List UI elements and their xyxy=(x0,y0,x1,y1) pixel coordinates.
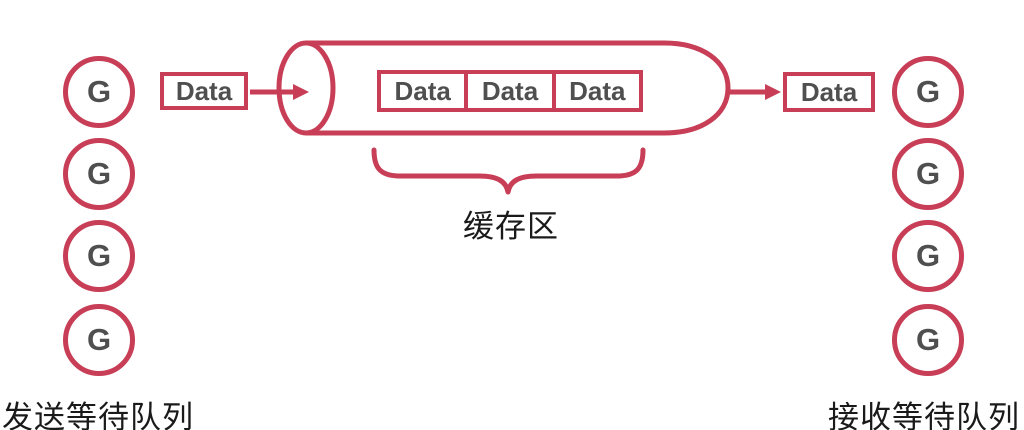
buffer-slot-label: Data xyxy=(394,75,451,106)
arrow-into-channel-icon xyxy=(250,84,309,100)
channel-cylinder-body xyxy=(306,40,731,136)
send-data-box: Data xyxy=(160,72,248,110)
buffer-slot: Data xyxy=(464,74,551,108)
goroutine-label: G xyxy=(86,74,112,109)
goroutine-circle: G xyxy=(892,56,964,128)
arrow-out-of-channel-icon xyxy=(729,84,781,100)
goroutine-label: G xyxy=(86,322,112,357)
goroutine-circle: G xyxy=(63,56,135,128)
goroutine-circle: G xyxy=(63,220,135,292)
goroutine-label: G xyxy=(915,74,941,109)
buffer-label: 缓存区 xyxy=(463,209,559,244)
goroutine-label: G xyxy=(915,156,941,191)
goroutine-label: G xyxy=(915,238,941,273)
buffer-slot-label: Data xyxy=(569,75,626,106)
goroutine-label: G xyxy=(915,322,941,357)
goroutine-circle: G xyxy=(892,220,964,292)
buffer-slot: Data xyxy=(381,74,464,108)
channel-cylinder-cap xyxy=(276,40,336,136)
goroutine-circle: G xyxy=(63,304,135,376)
buffer-slots: Data Data Data xyxy=(377,70,643,112)
send-queue-label: 发送等待队列 xyxy=(2,400,194,430)
buffer-brace xyxy=(371,147,646,195)
buffer-slot-label: Data xyxy=(481,75,539,106)
receive-data-box: Data xyxy=(783,72,875,112)
receive-data-label: Data xyxy=(800,76,858,107)
goroutine-circle: G xyxy=(892,138,964,210)
goroutine-label: G xyxy=(86,238,112,273)
goroutine-circle: G xyxy=(63,138,135,210)
receive-queue-label: 接收等待队列 xyxy=(828,400,1020,430)
goroutine-circle: G xyxy=(892,304,964,376)
goroutine-label: G xyxy=(86,156,112,191)
buffer-slot: Data xyxy=(551,74,639,108)
send-data-label: Data xyxy=(175,75,233,106)
